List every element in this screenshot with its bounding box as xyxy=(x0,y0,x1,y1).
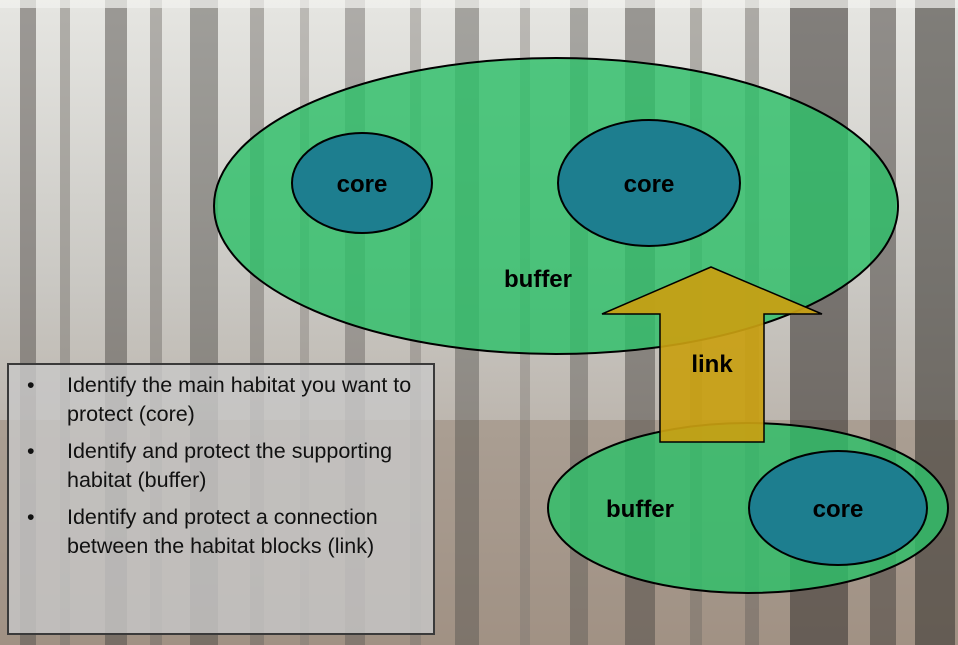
buffer-label-bottom: buffer xyxy=(606,496,674,523)
core-ellipse-bottom xyxy=(748,450,928,566)
bullet-item-link: Identify and protect a connection betwee… xyxy=(15,503,425,561)
link-arrow xyxy=(601,266,823,443)
buffer-label-top: buffer xyxy=(504,266,572,293)
bullet-box: Identify the main habitat you want to pr… xyxy=(7,363,435,635)
core-label-top-right: core xyxy=(624,171,675,198)
core-label-bottom: core xyxy=(813,496,864,523)
core-label-top-left: core xyxy=(337,171,388,198)
bullet-item-buffer: Identify and protect the supporting habi… xyxy=(15,437,425,495)
link-label: link xyxy=(691,351,733,378)
core-ellipse-top-right xyxy=(557,119,741,247)
bullet-item-core: Identify the main habitat you want to pr… xyxy=(15,371,425,429)
bullet-list: Identify the main habitat you want to pr… xyxy=(15,371,425,561)
core-ellipse-top-left xyxy=(291,132,433,234)
